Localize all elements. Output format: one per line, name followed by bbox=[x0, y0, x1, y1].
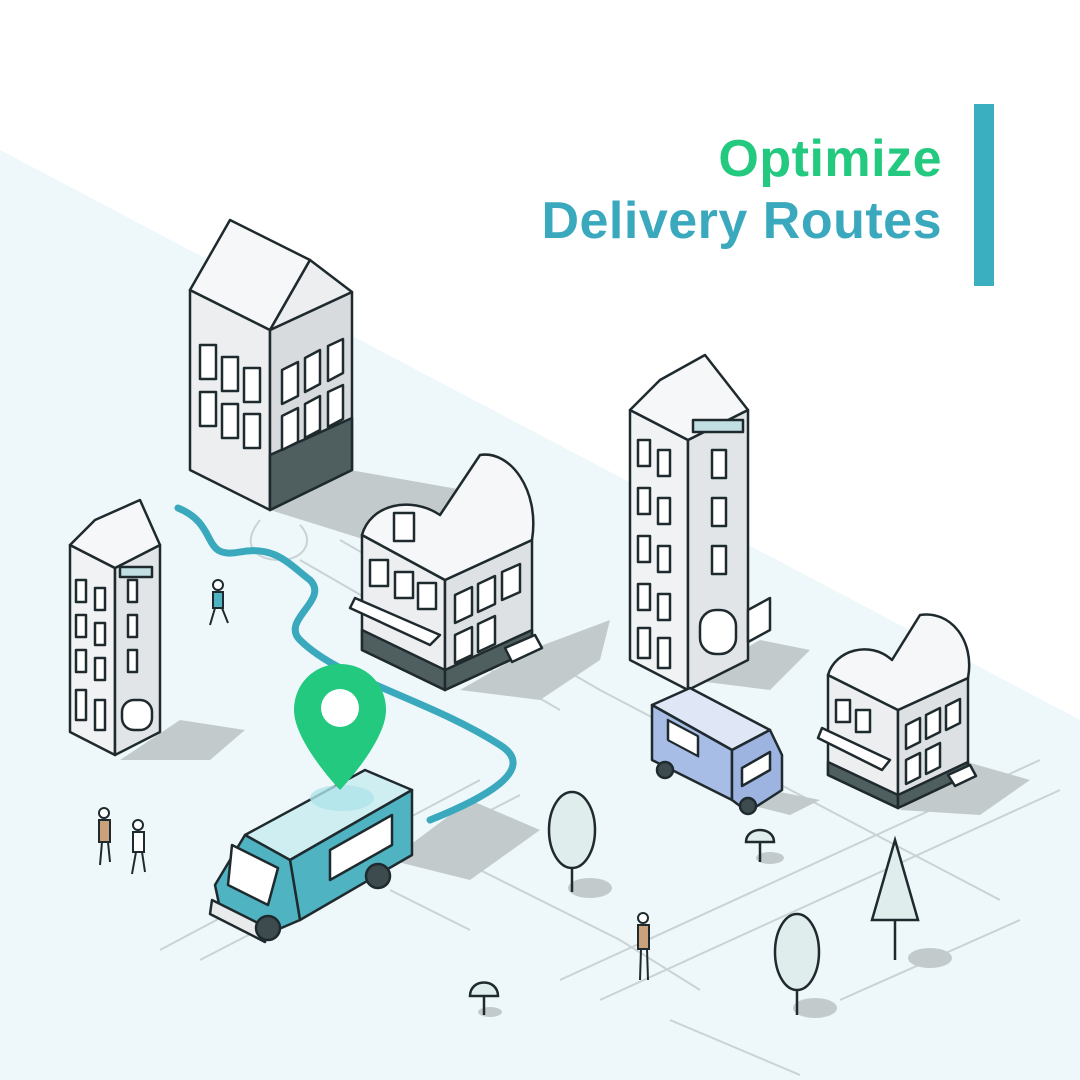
pedestrians bbox=[98, 579, 650, 981]
right-house bbox=[816, 613, 978, 810]
accent-bar bbox=[974, 104, 994, 286]
headline-line-1: Optimize bbox=[718, 130, 942, 188]
tall-tower-right bbox=[628, 353, 772, 692]
small-tower-left bbox=[68, 498, 162, 757]
pedestrian-standing bbox=[637, 912, 650, 981]
pedestrian-pair bbox=[98, 807, 146, 875]
center-house bbox=[348, 453, 544, 692]
delivery-van-icon bbox=[208, 768, 414, 944]
ground-plane bbox=[0, 150, 1080, 1080]
map-pin-icon bbox=[294, 664, 386, 790]
headline: Optimize Delivery Routes bbox=[541, 128, 942, 252]
pedestrian-walking bbox=[209, 579, 229, 626]
trees bbox=[468, 790, 920, 1015]
secondary-van-icon bbox=[650, 686, 784, 816]
tall-building-back bbox=[188, 218, 354, 512]
route-path-icon bbox=[174, 504, 517, 824]
headline-line-2: Delivery Routes bbox=[541, 192, 942, 250]
